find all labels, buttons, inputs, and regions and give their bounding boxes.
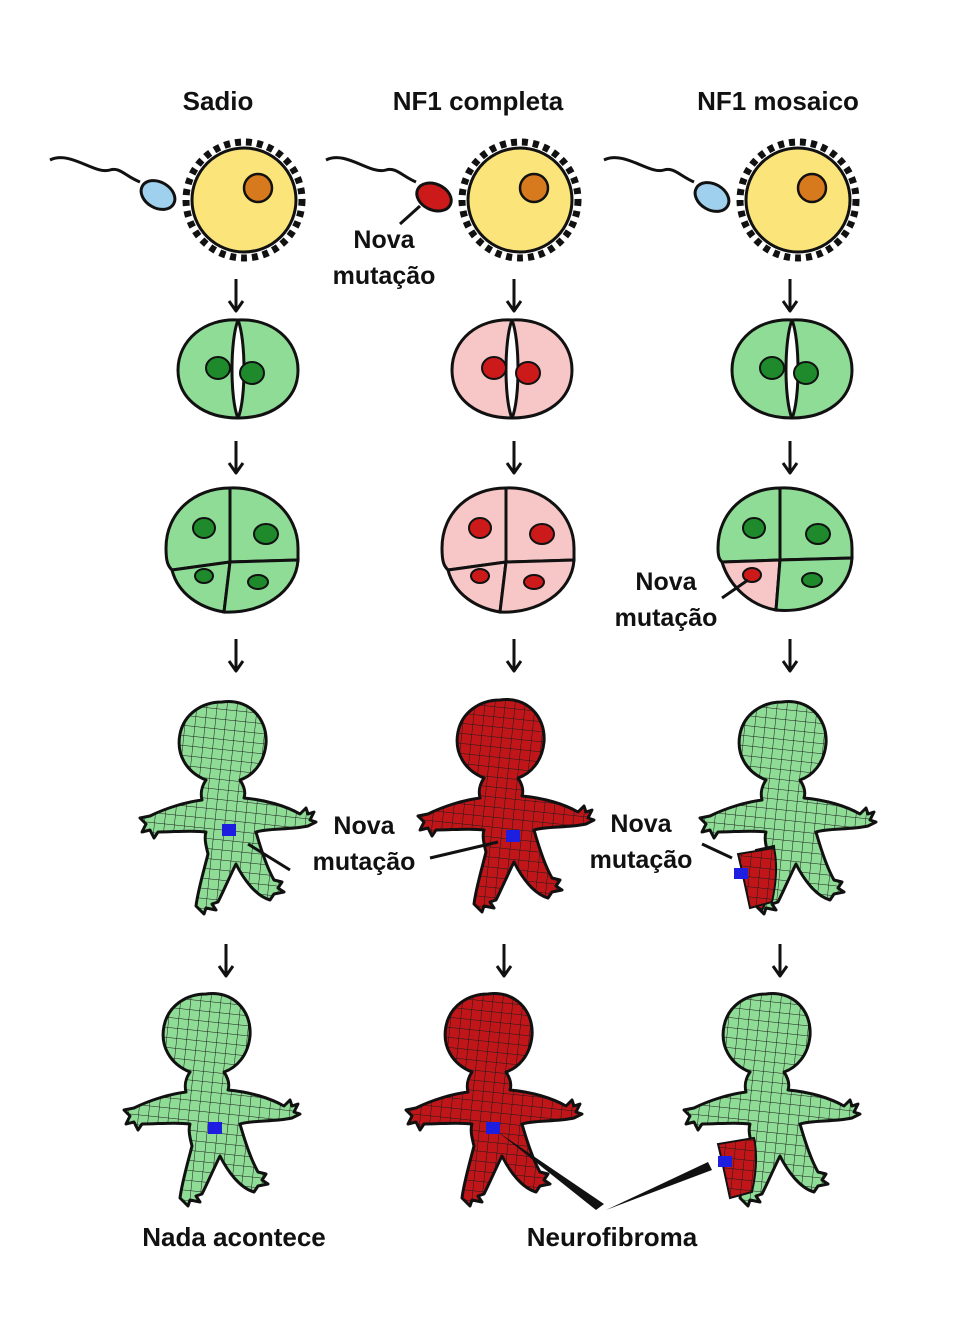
- annotation-line: mutação: [312, 848, 416, 876]
- mutated-leg: [716, 1136, 758, 1200]
- baby-developing: [138, 699, 318, 916]
- outcome-label-healthy: Nada acontece: [142, 1222, 326, 1252]
- sperm: [603, 156, 731, 213]
- baby-adult-mosaic: [682, 991, 862, 1208]
- annotation-line: mutação: [614, 604, 718, 632]
- annotation-sperm-mutation: Nova mutação: [333, 222, 436, 294]
- annotation-baby-mutation-mosaico: Nova mutação: [590, 806, 693, 878]
- arrow-down: [227, 439, 245, 475]
- annotation-line: Nova: [610, 810, 672, 838]
- baby-developing-mosaic: [698, 699, 878, 916]
- neurofibroma-spot: [718, 1156, 732, 1167]
- arrow-down: [217, 942, 235, 978]
- annotation-cell-mutation: Nova mutação: [615, 564, 718, 636]
- arrow-down: [495, 942, 513, 978]
- four-cell-embryo-mutated: [440, 486, 576, 614]
- arrow-down: [781, 637, 799, 673]
- column-title-sadio: Sadio: [182, 86, 254, 116]
- egg: [462, 142, 578, 258]
- egg: [186, 142, 302, 258]
- annotation-line: mutação: [332, 262, 436, 290]
- arrow-down: [771, 942, 789, 978]
- four-cell-embryo: [164, 486, 300, 614]
- outcome-label-neurofibroma: Neurofibroma: [526, 1222, 698, 1252]
- baby-adult: [122, 991, 302, 1208]
- two-cell-embryo: [176, 318, 300, 420]
- neurofibroma-pointers: [498, 1132, 712, 1210]
- arrow-down: [781, 277, 799, 313]
- arrow-down: [227, 277, 245, 313]
- column-title-nf1-mosaico: NF1 mosaico: [697, 86, 859, 116]
- annotation-line: Nova: [353, 226, 415, 254]
- arrow-down: [781, 439, 799, 475]
- four-cell-embryo-mosaic: [716, 486, 854, 612]
- neurofibroma-spot: [208, 1122, 222, 1134]
- two-cell-embryo-mutated: [450, 318, 574, 420]
- annotation-line: Nova: [635, 568, 697, 596]
- neurofibroma-spot: [506, 830, 520, 842]
- neurofibroma-spot: [486, 1122, 500, 1134]
- neurofibroma-spot: [734, 868, 748, 879]
- arrow-down: [505, 277, 523, 313]
- column-title-nf1-completa: NF1 completa: [392, 86, 564, 116]
- arrow-down: [227, 637, 245, 673]
- column-nf1-mosaico: [603, 142, 878, 1208]
- annotation-line: mutação: [589, 846, 693, 874]
- column-nf1-completa: [325, 142, 596, 1208]
- neurofibroma-spot: [222, 824, 236, 836]
- sperm: [49, 156, 177, 211]
- baby-developing-mutated: [416, 697, 596, 914]
- sperm-mutated: [325, 156, 453, 226]
- arrow-down: [505, 637, 523, 673]
- column-sadio: [49, 142, 318, 1208]
- egg: [740, 142, 856, 258]
- baby-adult-mutated: [404, 991, 584, 1208]
- annotation-baby-mutation-sadio: Nova mutação: [313, 808, 416, 880]
- annotation-line: Nova: [333, 812, 395, 840]
- two-cell-embryo: [730, 318, 854, 420]
- arrow-down: [505, 439, 523, 475]
